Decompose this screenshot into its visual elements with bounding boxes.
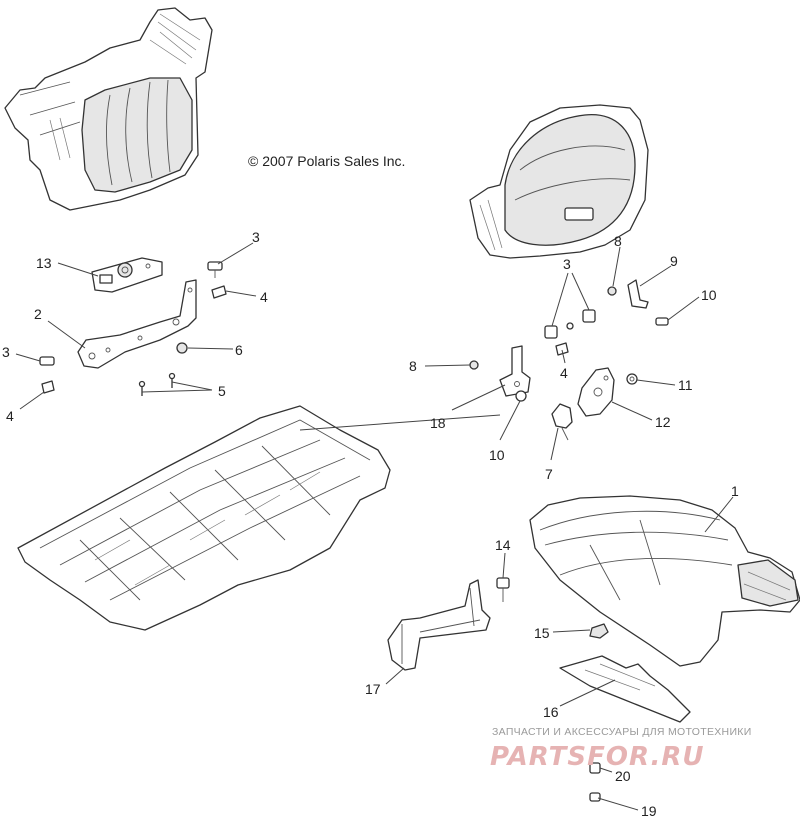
part-3-bolt-left-lower <box>39 356 55 366</box>
callout-8: 8 <box>409 358 417 374</box>
part-4-nut-right <box>555 342 569 356</box>
callout-13: 13 <box>36 255 52 271</box>
callout-9: 9 <box>670 253 678 269</box>
callout-4: 4 <box>6 408 14 424</box>
part-15-grommet <box>589 623 609 639</box>
part-17-bracket <box>387 579 491 671</box>
callout-7: 7 <box>545 466 553 482</box>
part-7-latch <box>551 403 573 441</box>
callout-12: 12 <box>655 414 671 430</box>
part-6-grommet <box>176 342 188 354</box>
part-14-bolt <box>496 577 510 602</box>
callout-10: 10 <box>489 447 505 463</box>
callout-2: 2 <box>34 306 42 322</box>
callout-20: 20 <box>615 768 631 784</box>
part-18-bracket <box>499 345 531 397</box>
part-3-bolt-left-upper <box>207 261 223 278</box>
part-1-seat <box>529 495 800 667</box>
callout-labels: 13 3 4 2 6 3 4 5 8 9 10 3 4 8 11 18 12 1… <box>2 229 739 817</box>
part-9-bracket <box>627 279 649 309</box>
rear-seat-base-part <box>4 7 213 211</box>
part-19-fastener <box>589 792 601 802</box>
callout-3: 3 <box>563 256 571 272</box>
copyright-text: © 2007 Polaris Sales Inc. <box>248 153 405 169</box>
callout-19: 19 <box>641 803 657 817</box>
part-4-nut-left-lower <box>41 380 55 394</box>
callout-5: 5 <box>218 383 226 399</box>
part-13-latch-plate <box>91 257 163 293</box>
part-12-latch-mechanism <box>577 367 615 417</box>
callout-17: 17 <box>365 681 381 697</box>
part-16-heat-shield <box>559 655 691 723</box>
part-10-bolt-upper <box>655 317 669 326</box>
part-11-washer <box>626 373 638 385</box>
callout-6: 6 <box>235 342 243 358</box>
part-2-bracket <box>77 279 197 369</box>
callout-11: 11 <box>678 377 693 393</box>
callout-8: 8 <box>614 233 622 249</box>
callout-14: 14 <box>495 537 511 553</box>
watermark-brand: PARTSFOR.RU <box>490 742 704 772</box>
callout-16: 16 <box>543 704 559 720</box>
callout-1: 1 <box>731 483 739 499</box>
watermark-tagline: ЗАПЧАСТИ И АКСЕССУАРЫ ДЛЯ МОТОТЕХНИКИ <box>492 726 752 738</box>
part-10-bolt-lower <box>515 390 527 402</box>
part-3-bolts-right <box>544 309 596 339</box>
part-8-nut-upper <box>607 286 617 296</box>
leader-lines <box>15 242 734 811</box>
callout-15: 15 <box>534 625 550 641</box>
callout-10: 10 <box>701 287 717 303</box>
callout-3: 3 <box>2 344 10 360</box>
frame-part <box>17 405 391 631</box>
rear-seat-back-part <box>469 104 649 259</box>
part-5-pins <box>138 372 176 396</box>
callout-4: 4 <box>260 289 268 305</box>
callout-18: 18 <box>430 415 446 431</box>
callout-4: 4 <box>560 365 568 381</box>
callout-3: 3 <box>252 229 260 245</box>
part-8-nut-lower <box>469 360 479 370</box>
part-4-nut-left-upper <box>211 285 227 299</box>
